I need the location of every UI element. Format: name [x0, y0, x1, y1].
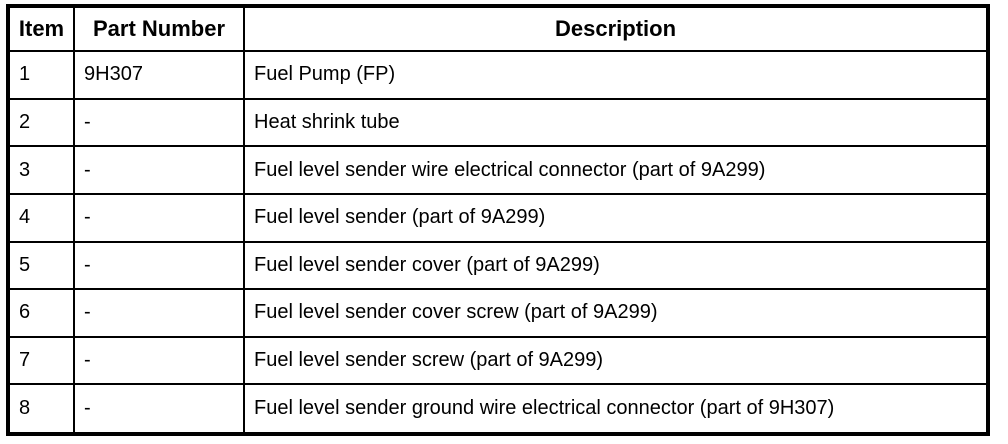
- item-cell: 7: [7, 335, 75, 386]
- table-row: 4 - Fuel level sender (part of 9A299): [7, 192, 989, 243]
- item-cell: 1: [7, 50, 75, 100]
- table-row: 2 - Heat shrink tube: [7, 97, 989, 148]
- table-row: 1 9H307 Fuel Pump (FP): [7, 50, 989, 100]
- column-header-part-number: Part Number: [73, 5, 245, 52]
- table-row: 3 - Fuel level sender wire electrical co…: [7, 145, 989, 195]
- description-cell: Fuel level sender wire electrical connec…: [243, 145, 989, 195]
- description-cell: Fuel level sender cover (part of 9A299): [243, 240, 989, 291]
- description-cell: Heat shrink tube: [243, 97, 989, 148]
- description-cell: Fuel Pump (FP): [243, 50, 989, 100]
- column-header-item: Item: [7, 5, 75, 52]
- part-number-cell: -: [73, 145, 245, 195]
- item-cell: 3: [7, 145, 75, 195]
- parts-table: Item Part Number Description 1 9H307 Fue…: [6, 4, 990, 436]
- part-number-cell: 9H307: [73, 50, 245, 100]
- table-row: 6 - Fuel level sender cover screw (part …: [7, 288, 989, 338]
- part-number-cell: -: [73, 192, 245, 243]
- item-cell: 4: [7, 192, 75, 243]
- description-cell: Fuel level sender (part of 9A299): [243, 192, 989, 243]
- column-header-description: Description: [243, 5, 989, 52]
- part-number-cell: -: [73, 288, 245, 338]
- part-number-cell: -: [73, 240, 245, 291]
- table-row: 7 - Fuel level sender screw (part of 9A2…: [7, 335, 989, 386]
- part-number-cell: -: [73, 383, 245, 435]
- item-cell: 8: [7, 383, 75, 435]
- item-cell: 6: [7, 288, 75, 338]
- description-cell: Fuel level sender ground wire electrical…: [243, 383, 989, 435]
- description-cell: Fuel level sender screw (part of 9A299): [243, 335, 989, 386]
- part-number-cell: -: [73, 97, 245, 148]
- table-row: 5 - Fuel level sender cover (part of 9A2…: [7, 240, 989, 291]
- header-row: Item Part Number Description: [7, 5, 989, 52]
- table-row: 8 - Fuel level sender ground wire electr…: [7, 383, 989, 435]
- item-cell: 2: [7, 97, 75, 148]
- part-number-cell: -: [73, 335, 245, 386]
- item-cell: 5: [7, 240, 75, 291]
- description-cell: Fuel level sender cover screw (part of 9…: [243, 288, 989, 338]
